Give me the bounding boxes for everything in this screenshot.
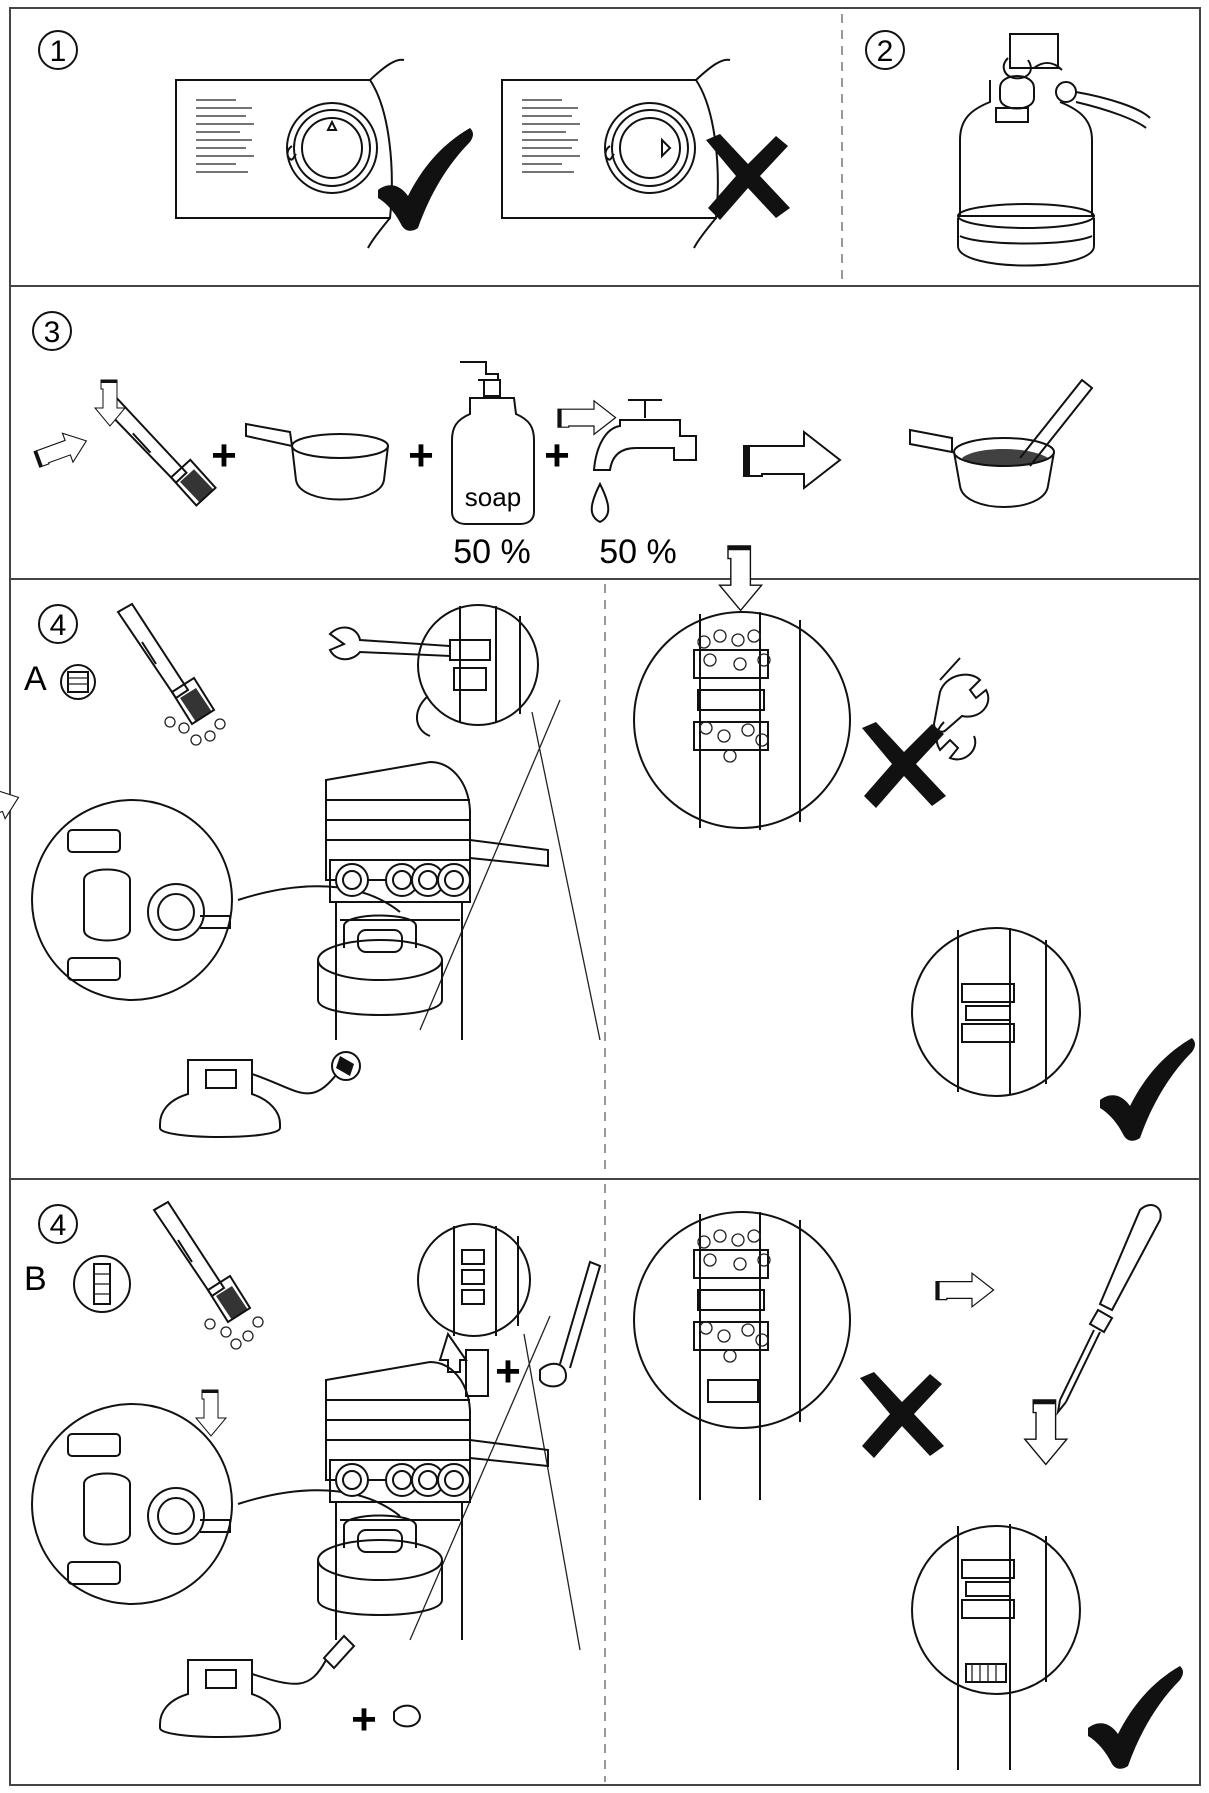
plus-sign: + (211, 431, 237, 480)
step-number: 3 (44, 316, 61, 349)
plus-sign: + (544, 431, 570, 480)
tight-joint-magnifier (911, 1524, 1081, 1770)
brush-with-soap-icon (117, 603, 215, 725)
step-number: 2 (877, 35, 894, 68)
step-circle (38, 30, 78, 70)
gas-cylinder-with-valve (957, 33, 1151, 267)
knob-panel-correct (175, 58, 405, 249)
panel-3: 3 + + soap 50 % + 50 % (32, 311, 1094, 571)
step-circle (865, 30, 905, 70)
water-tap-icon (590, 399, 697, 524)
hose-fitting-magnifier: + (417, 1223, 602, 1397)
step-arrow-icon (0, 782, 25, 831)
wrench-magnifier (328, 604, 539, 737)
plus-sign: + (495, 1347, 521, 1396)
check-mark-icon (1088, 1666, 1183, 1769)
panel-4a: 4 A (24, 379, 1195, 1141)
step-arrow-icon (195, 1389, 227, 1437)
soap-percent: 50 % (453, 533, 531, 571)
step-number: 1 (50, 35, 67, 68)
pointer-line (237, 1489, 401, 1517)
cross-mark-icon (862, 722, 946, 808)
brush-with-soap-icon (153, 1201, 251, 1323)
grill-illustration (317, 760, 549, 1040)
regulator-magnifier (31, 799, 233, 1001)
regulator-magnifier (31, 1403, 233, 1605)
nut-thumbnail (60, 664, 96, 700)
leaking-joint-magnifier (633, 611, 851, 830)
step-circle (38, 1204, 78, 1244)
screwdriver-icon (1056, 1204, 1162, 1416)
cylinder-hose (159, 1051, 361, 1138)
plus-sign: + (351, 1695, 377, 1744)
step-arrow-icon (935, 1272, 995, 1308)
wrench-icon (932, 657, 990, 761)
knob-panel-wrong (501, 58, 731, 249)
step-arrow-icon (743, 431, 841, 489)
soap-label: soap (465, 482, 521, 512)
step-circle (38, 604, 78, 644)
hose-clamp-thumbnail (73, 1255, 131, 1313)
saucepan-icon (245, 422, 389, 501)
step-circle (32, 311, 72, 351)
pointer-line (237, 885, 401, 913)
step-number: 4 (50, 1209, 67, 1242)
grill-illustration (317, 1360, 549, 1640)
step-arrow-icon (557, 400, 617, 436)
cylinder-hose: + (159, 1634, 422, 1744)
variant-letter: B (24, 1260, 47, 1298)
magnify-guide-lines (419, 699, 601, 1041)
magnify-guide-lines (409, 1315, 581, 1651)
variant-letter: A (24, 660, 47, 698)
brush-icon (101, 382, 219, 520)
soap-bubbles (164, 716, 226, 746)
leaking-joint-magnifier (633, 1211, 851, 1500)
cross-mark-icon (860, 1372, 944, 1458)
step-arrow-icon (30, 425, 93, 474)
soap-bottle-icon: soap (451, 361, 535, 525)
check-mark-icon (1100, 1038, 1195, 1141)
soap-bubbles (204, 1316, 264, 1350)
step-number: 4 (50, 609, 67, 642)
water-percent: 50 % (599, 533, 677, 571)
panel-4b: 4 B (0, 782, 1183, 1770)
plus-sign: + (408, 431, 434, 480)
panel-2: 2 (865, 30, 1151, 267)
sheet-frame (9, 7, 1201, 1786)
tight-joint-magnifier (911, 927, 1081, 1097)
panel-1: 1 (38, 30, 790, 249)
soap-solution-pan-with-brush (909, 378, 1094, 508)
